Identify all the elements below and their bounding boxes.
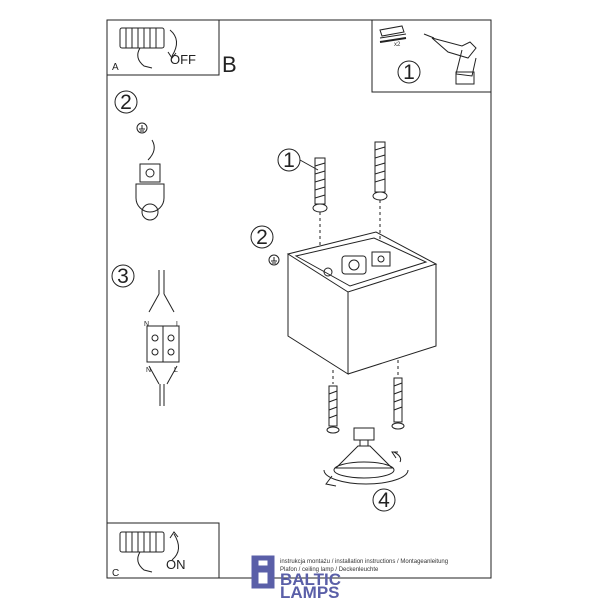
panel-c-state: ON [166, 557, 186, 572]
step-2-ground-number: 2 [120, 91, 132, 114]
ground-icon [268, 254, 280, 266]
rotate-arrow-icon [171, 533, 179, 561]
step-1-tools-number: 1 [403, 61, 415, 84]
panel-a-letter: A [112, 62, 119, 73]
baltic-lamps-logo-icon [251, 555, 275, 589]
wire-connector-figure [111, 264, 180, 406]
drill-icon [423, 33, 477, 85]
ground-icon [136, 122, 148, 134]
logo-line-2: LAMPS [280, 583, 340, 600]
panel-c [106, 522, 220, 579]
step-3-wires-number: 3 [117, 265, 129, 288]
step-1-screws-number: 1 [283, 149, 295, 172]
footer-instructions: instrukcja montażu / installation instru… [280, 559, 448, 565]
main-ground-marker [250, 225, 280, 266]
bulb-figure [323, 427, 409, 512]
wire-label-bottom-n: N [146, 367, 151, 374]
ceiling-screws [277, 141, 388, 248]
wire-label-top-l: L [176, 321, 180, 328]
panel-a [106, 19, 220, 76]
logo-line-1: BALTIC [280, 570, 341, 589]
wire-label-top-n: N [144, 321, 149, 328]
panel-a-state: OFF [170, 52, 196, 67]
wire-label-bottom-l: L [174, 367, 178, 374]
rotate-arrow-icon [169, 29, 177, 57]
panel-b [371, 19, 492, 93]
lamp-box [286, 231, 438, 375]
box-screws [326, 360, 405, 434]
step-2-main-number: 2 [256, 226, 268, 249]
rotate-arrow-icon [323, 469, 409, 485]
panel-b-letter: B [222, 52, 237, 77]
step-4-rotate-number: 4 [378, 489, 390, 512]
outer-frame [106, 19, 492, 579]
footer-product-type: Plafon / ceiling lamp / Deckenleuchte [280, 567, 379, 573]
panel-c-letter: C [112, 568, 119, 579]
drill-bits-quantity: x2 [394, 42, 401, 48]
ground-terminal-figure [114, 90, 165, 221]
